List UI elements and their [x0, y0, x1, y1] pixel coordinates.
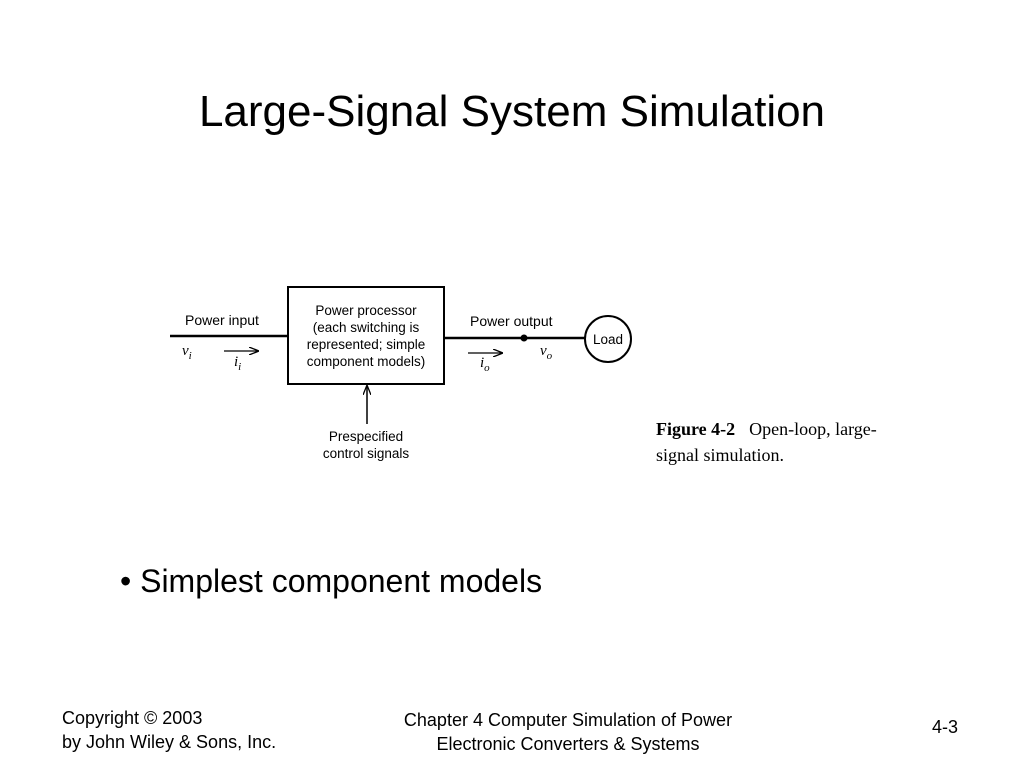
control-line-1: Prespecified: [329, 429, 403, 444]
input-current-label: ii: [234, 354, 241, 373]
output-voltage-label: vo: [540, 343, 553, 362]
chapter-line-1: Chapter 4 Computer Simulation of Power: [403, 710, 733, 730]
chapter-line-2: Electronic Converters & Systems: [436, 734, 700, 754]
output-current-label: io: [480, 355, 490, 374]
caption-line-1: Open-loop, large-: [749, 419, 877, 439]
power-processor-box: [287, 286, 445, 385]
slide-title: Large-Signal System Simulation: [198, 87, 826, 136]
processor-line-1: Power processor: [315, 303, 417, 318]
footer-chapter: Chapter 4 Computer Simulation of Power E…: [360, 708, 776, 756]
figure-number: Figure 4-2: [656, 419, 736, 439]
control-line-2: control signals: [323, 446, 410, 461]
load-label: Load: [593, 332, 623, 347]
footer-copyright: Copyright © 2003 by John Wiley & Sons, I…: [62, 706, 276, 754]
power-output-label: Power output: [470, 313, 553, 329]
output-node: [520, 334, 528, 342]
caption-line-2: signal simulation.: [656, 445, 784, 465]
input-voltage-label: vi: [182, 343, 192, 362]
page-number: 4-3: [932, 717, 959, 737]
figure-caption: Figure 4-2 Open-loop, large- signal simul…: [656, 416, 936, 468]
copyright-line-2: by John Wiley & Sons, Inc.: [62, 732, 277, 752]
power-input-label: Power input: [185, 312, 259, 328]
load-circle: [584, 315, 632, 363]
processor-line-4: component models): [307, 354, 426, 369]
bullet-point: • Simplest component models: [120, 563, 543, 599]
copyright-line-1: Copyright © 2003: [62, 708, 203, 728]
processor-line-3: represented; simple: [307, 337, 426, 352]
processor-line-2: (each switching is: [313, 320, 420, 335]
